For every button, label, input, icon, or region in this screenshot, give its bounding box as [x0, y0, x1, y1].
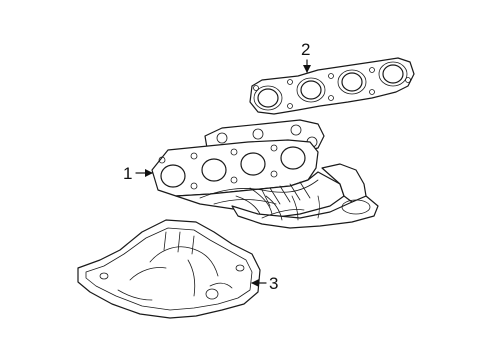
callout-2: 2	[301, 40, 310, 59]
heat-insulator-part-3	[77, 219, 261, 319]
manifold-part-1	[151, 119, 379, 229]
callout-3: 3	[269, 274, 278, 293]
gasket-part-2	[249, 57, 415, 115]
callout-1: 1	[123, 164, 132, 183]
